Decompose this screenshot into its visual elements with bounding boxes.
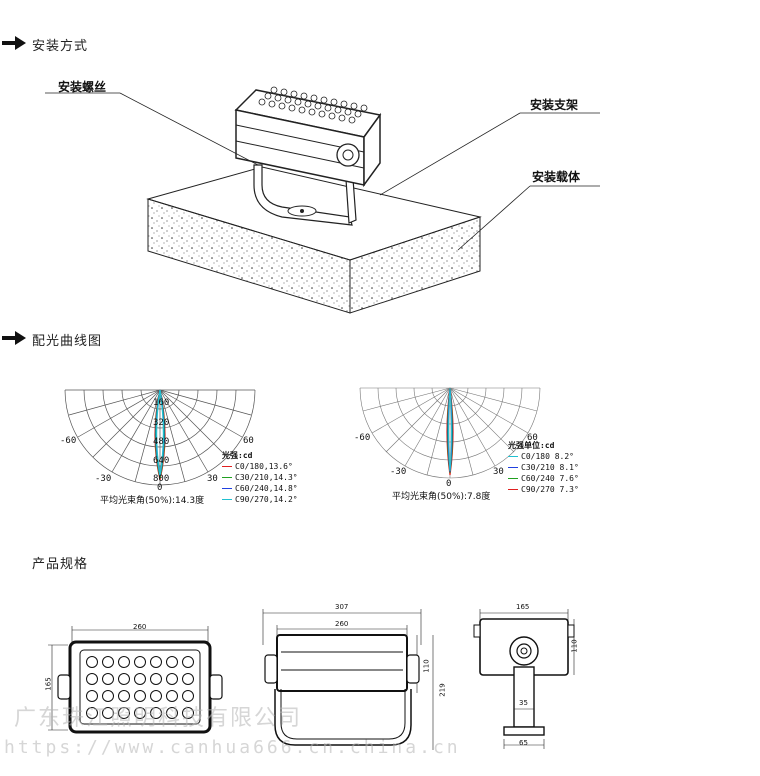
legend-title: 光强单位:cd	[508, 441, 555, 450]
callout-bracket: 安装支架	[530, 98, 579, 112]
angle-label: -60	[354, 433, 371, 443]
legend-item: C90/270 7.3°	[508, 484, 579, 495]
legend-left: 光强:cd C0/180,13.6° C30/210,14.3° C60/240…	[222, 450, 298, 505]
dim-base-width: 65	[519, 739, 528, 747]
legend-item: C30/210,14.3°	[222, 472, 298, 483]
section-title-light-curve: 配光曲线图	[32, 334, 103, 349]
side-view-drawing	[262, 609, 434, 750]
angle-label: -30	[95, 474, 112, 484]
legend-item: C30/210 8.1°	[508, 462, 579, 473]
dim-side-height-total: 219	[438, 683, 447, 697]
legend-item: C0/180 8.2°	[508, 451, 579, 462]
angle-label: 30	[493, 467, 504, 477]
bracket	[253, 164, 353, 226]
dim-side-height-inner: 110	[422, 659, 431, 673]
arrow-right-icon	[2, 331, 26, 345]
legend-title: 光强:cd	[222, 451, 253, 460]
led-array	[86, 656, 194, 719]
dim-side-total-width: 307	[335, 603, 349, 611]
section-title-spec: 产品规格	[32, 557, 89, 572]
installation-illustration	[45, 86, 600, 314]
beam-angle-caption: 平均光束角(50%):7.8度	[392, 492, 491, 502]
ring-label: 160	[153, 398, 170, 408]
watermark-company: 广东珠江照明科技有限公司	[14, 706, 303, 731]
beam-angle-caption: 平均光束角(50%):14.3度	[100, 496, 205, 506]
angle-label: 0	[446, 479, 452, 489]
angle-label: 60	[527, 433, 538, 443]
angle-label: -30	[390, 467, 407, 477]
polar-chart-right	[359, 387, 541, 479]
dim-front-width: 260	[133, 623, 147, 631]
callout-screw: 安装螺丝	[58, 80, 107, 94]
legend-item: C60/240 7.6°	[508, 473, 579, 484]
led-array	[258, 86, 368, 124]
front-view-drawing	[48, 626, 223, 734]
watermark-url: https://www.canhua666.cn.china.cn	[4, 737, 461, 758]
legend-right: 光强单位:cd C0/180 8.2° C30/210 8.1° C60/240…	[508, 440, 579, 495]
angle-label: -60	[60, 436, 77, 446]
callout-carrier: 安装载体	[532, 170, 581, 184]
ring-label: 480	[153, 437, 170, 447]
arrow-right-icon	[2, 36, 26, 50]
dim-side-inner-width: 260	[335, 620, 349, 628]
legend-item: C90/270,14.2°	[222, 494, 298, 505]
angle-label: 60	[243, 436, 254, 446]
dim-front-height: 165	[44, 677, 53, 691]
dim-end-width: 165	[516, 603, 530, 611]
dim-end-height: 110	[570, 639, 579, 653]
section-title-install: 安装方式	[32, 39, 89, 54]
legend-item: C0/180,13.6°	[222, 461, 298, 472]
ring-label: 640	[153, 456, 170, 466]
slab-side	[349, 216, 481, 314]
angle-label: 0	[157, 483, 163, 493]
fixture-side	[363, 112, 381, 188]
angle-label: 30	[207, 474, 218, 484]
polar-chart-left	[64, 389, 256, 486]
dim-post-width: 35	[519, 699, 528, 707]
legend-item: C60/240,14.8°	[222, 483, 298, 494]
ring-label: 320	[153, 418, 170, 428]
ring-label: 800	[153, 474, 170, 484]
end-view-drawing	[473, 609, 575, 749]
